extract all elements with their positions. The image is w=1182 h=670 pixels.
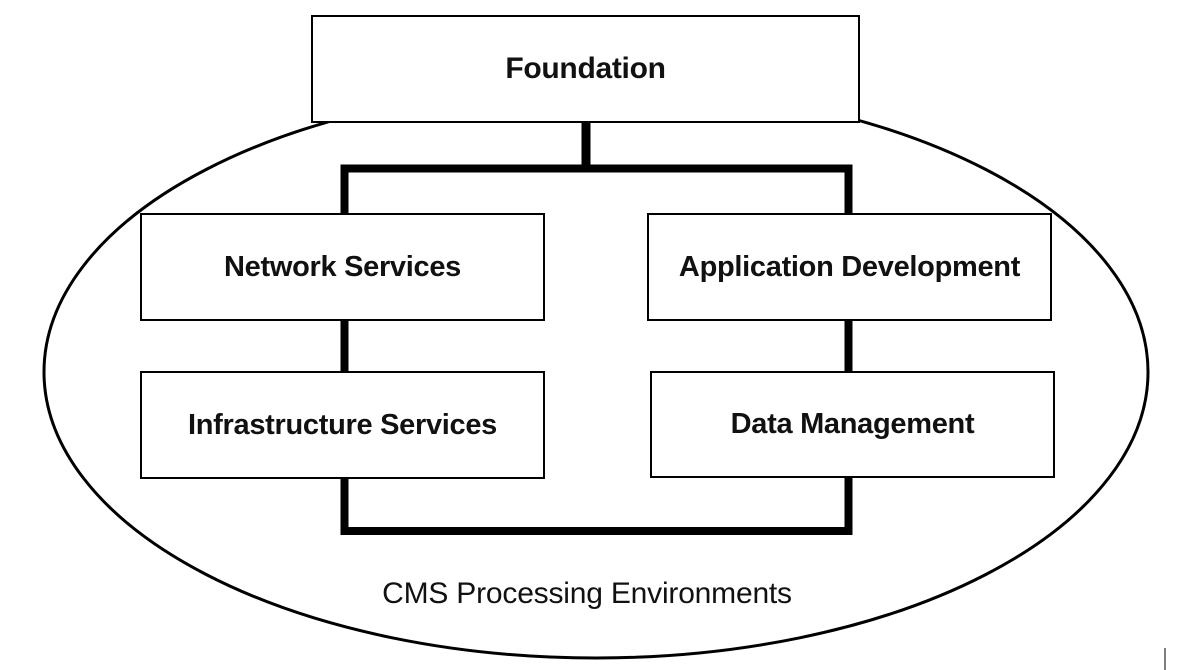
ellipse-caption: CMS Processing Environments [382,577,792,610]
box-application-development: Application Development [647,213,1052,321]
box-application-development-label: Application Development [678,250,1021,283]
connector-loop [340,164,853,535]
box-network-services-label: Network Services [224,250,461,283]
box-foundation: Foundation [311,15,860,123]
box-data-management-label: Data Management [730,408,975,440]
box-foundation-label: Foundation [505,52,666,85]
box-data-management: Data Management [650,371,1055,478]
box-infrastructure-services: Infrastructure Services [140,371,545,479]
box-network-services: Network Services [140,213,545,321]
box-infrastructure-services-label: Infrastructure Services [187,408,498,441]
cursor-artifact-line [1164,648,1166,670]
